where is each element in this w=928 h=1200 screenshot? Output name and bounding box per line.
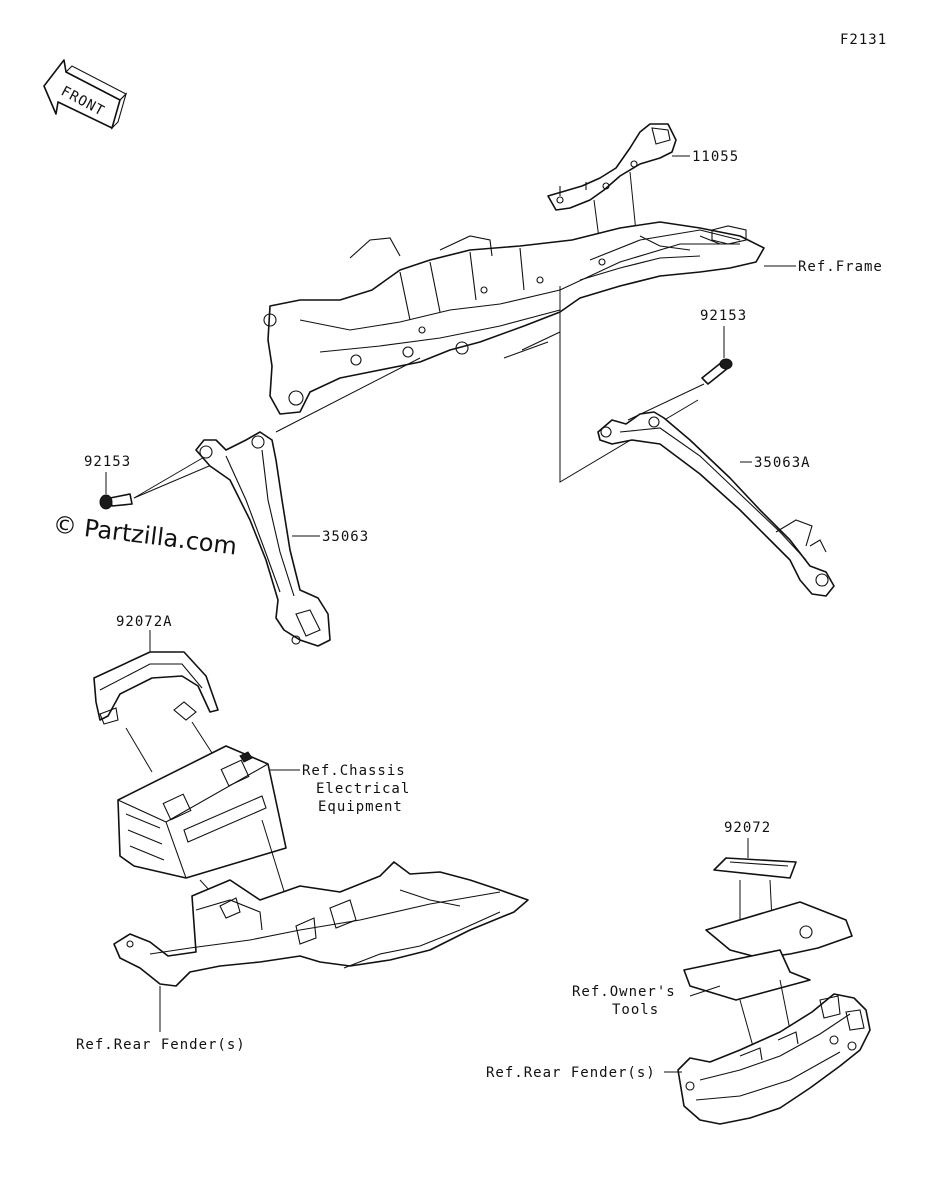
guide-line-tools-b (779, 979, 791, 1031)
bracket-11055 (547, 123, 677, 211)
rear-fender-tray-left (113, 861, 529, 987)
callout-11055: 11055 (692, 149, 739, 165)
battery (117, 745, 287, 879)
watermark: © Partzilla.com (51, 510, 238, 560)
callout-92072A: 92072A (116, 614, 173, 630)
callout-ref-chassis-2: Electrical (316, 781, 410, 797)
guide-line-frame-35063 (275, 357, 421, 433)
rear-frame (263, 221, 765, 415)
callout-ref-rear-fender-left: Ref.Rear Fender(s) (76, 1037, 246, 1053)
bolt-92153-right (701, 358, 733, 385)
guide-line-tools-a (739, 999, 755, 1051)
bolt-92153-left (99, 493, 133, 510)
guide-line-92072A-b (191, 721, 215, 757)
callout-35063A: 35063A (754, 455, 811, 471)
callout-92153-left: 92153 (84, 454, 131, 470)
callout-ref-owners-tools-2: Tools (612, 1002, 659, 1018)
front-arrow-icon: FRONT (43, 59, 128, 130)
guide-line-11055-b (629, 171, 637, 233)
callout-ref-frame: Ref.Frame (798, 259, 883, 275)
callout-92072: 92072 (724, 820, 771, 836)
bracket-35063A (597, 411, 835, 597)
figure-code: F2131 (840, 32, 887, 48)
strap-92072 (713, 857, 797, 879)
guide-line-92153-left-a (133, 455, 207, 499)
callout-ref-rear-fender-right: Ref.Rear Fender(s) (486, 1065, 656, 1081)
callout-35063: 35063 (322, 529, 369, 545)
leader-ref-owners-tools (689, 985, 721, 997)
bracket-35063 (195, 431, 331, 647)
callout-ref-chassis-3: Equipment (318, 799, 403, 815)
callout-ref-owners-tools-1: Ref.Owner's (572, 984, 676, 1000)
callout-92153-right: 92153 (700, 308, 747, 324)
owners-tools-kit (683, 901, 853, 1001)
callout-ref-chassis-1: Ref.Chassis (302, 763, 406, 779)
strap-92072A (93, 651, 219, 725)
rear-fender-tray-right (677, 993, 871, 1125)
guide-line-92072A-a (125, 727, 153, 773)
